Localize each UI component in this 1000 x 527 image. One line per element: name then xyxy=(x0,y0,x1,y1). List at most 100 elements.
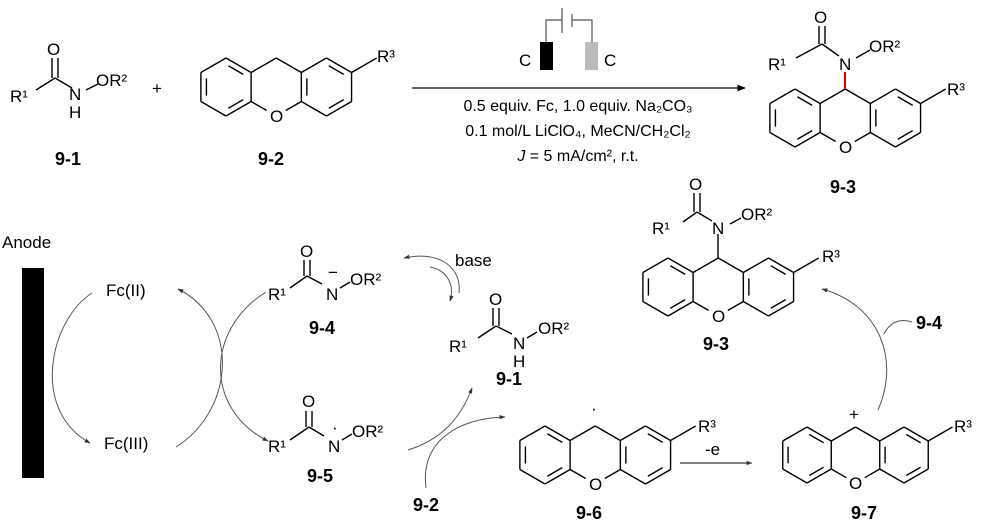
ring-bond xyxy=(830,426,856,442)
group-or2: OR² xyxy=(352,422,384,441)
ring-bond xyxy=(844,88,871,105)
ring-bond xyxy=(300,57,327,74)
substituent-bond xyxy=(920,88,947,105)
ring-bond xyxy=(285,100,302,112)
compound-label-9-3: 9-3 xyxy=(830,177,856,197)
ring-bond xyxy=(200,57,227,74)
electrode-left-label: C xyxy=(519,51,531,70)
reactant-9-2: O R³ 9-2 xyxy=(258,47,395,169)
ring-oxygen: O xyxy=(589,475,602,494)
group-or2: OR² xyxy=(538,319,570,338)
ring-bond xyxy=(854,131,871,143)
reactant-9-1: O R¹ N H OR² 9-1 xyxy=(10,40,128,169)
group-r3: R³ xyxy=(377,47,395,66)
compound-label-9-1: 9-1 xyxy=(55,149,81,169)
ring-bond xyxy=(594,425,621,442)
ring-bond xyxy=(642,257,669,274)
current-density-symbol: J xyxy=(516,148,526,165)
double-bond xyxy=(647,433,664,443)
ring-bond xyxy=(200,100,227,117)
product-9-3-mechanism: O R¹ N OR² O R³ 9-3 xyxy=(652,175,840,354)
ring-bond xyxy=(895,131,921,148)
plus-sign: + xyxy=(152,79,162,98)
ring-bond xyxy=(806,426,832,442)
anode-electrode xyxy=(540,42,553,70)
current-density-value: = 5 mA/cm², r.t. xyxy=(525,148,638,165)
double-bond xyxy=(897,130,914,140)
double-bond xyxy=(328,99,345,109)
anode-plate xyxy=(22,268,44,478)
atom-n: N xyxy=(326,285,338,304)
product-9-3: O R¹ N OR² O R³ 9-3 xyxy=(768,8,965,197)
ring-bond xyxy=(569,425,596,442)
ring-bond xyxy=(869,131,896,148)
ring-bond xyxy=(225,57,252,74)
compound-label-9-4: 9-4 xyxy=(309,318,335,338)
ring-bond xyxy=(768,300,794,317)
ring-bond xyxy=(326,100,352,117)
group-r3: R³ xyxy=(698,417,716,436)
ring-bond xyxy=(806,468,832,484)
xanthene-skeletons xyxy=(200,57,953,485)
atom-o: O xyxy=(489,290,502,309)
group-or2: OR² xyxy=(350,270,382,289)
ring-bond xyxy=(544,425,571,442)
ring-bond xyxy=(782,426,808,442)
group-r1: R¹ xyxy=(268,437,286,456)
ring-bond xyxy=(879,468,905,484)
ring-bond xyxy=(819,131,837,143)
double-bond xyxy=(228,65,244,75)
double-bond xyxy=(897,96,914,106)
double-bond xyxy=(797,130,813,140)
atom-h: H xyxy=(69,103,81,122)
radical-dot: · xyxy=(332,418,338,437)
double-bond xyxy=(905,433,921,444)
ring-bond xyxy=(250,57,277,74)
ring-bond xyxy=(769,131,796,148)
ring-bond xyxy=(742,257,769,274)
arrow-hat-to-9-1 xyxy=(407,387,473,451)
ring-bond xyxy=(819,88,846,105)
arrow-fc3-to-fc2 xyxy=(175,288,223,448)
ring-bond xyxy=(692,300,710,312)
ring-bond xyxy=(903,468,929,484)
cathode-electrode xyxy=(585,42,598,70)
anode-label: Anode xyxy=(2,233,51,252)
intermediate-9-5: O R¹ · N OR² 9-5 xyxy=(268,392,384,486)
ring-bond xyxy=(768,257,794,274)
atom-n: N xyxy=(513,334,525,353)
group-r1: R¹ xyxy=(268,285,286,304)
ring-oxygen: O xyxy=(712,307,725,326)
ring-bond xyxy=(604,468,621,480)
ring-bond xyxy=(830,468,847,479)
ring-bond xyxy=(250,100,268,112)
ring-bond xyxy=(619,425,646,442)
group-or2: OR² xyxy=(741,205,773,224)
ring-bond xyxy=(742,300,769,317)
arrow-9-4-addition xyxy=(883,320,913,335)
substrate-9-1: O R¹ N H OR² 9-1 xyxy=(449,290,570,389)
ring-bond xyxy=(667,257,694,274)
ring-bond xyxy=(642,300,669,317)
compound-label-9-7: 9-7 xyxy=(851,503,877,523)
ring-bond xyxy=(300,100,327,117)
ring-bond xyxy=(225,100,252,117)
ring-bond xyxy=(794,88,821,105)
electrolysis-cell: C C xyxy=(519,8,616,70)
condition-line-2: 0.1 mol/L LiClO₄, MeCN/CH₂Cl₂ xyxy=(465,123,691,140)
ferrocene-fc2: Fc(II) xyxy=(106,281,146,300)
double-bond xyxy=(547,467,563,477)
atom-n: N xyxy=(839,55,851,74)
compound-label-9-2: 9-2 xyxy=(413,495,439,515)
ring-bond xyxy=(903,426,929,442)
compound-label-9-3: 9-3 xyxy=(703,334,729,354)
arrow-9-4-to-9-5 xyxy=(220,291,269,442)
ring-bond xyxy=(519,425,546,442)
intermediate-9-4: O R¹ − N OR² 9-4 xyxy=(268,242,382,338)
double-bond xyxy=(647,467,664,477)
double-bond xyxy=(808,433,824,444)
substituent-bond xyxy=(927,426,953,442)
group-or2: OR² xyxy=(869,37,901,56)
double-bond xyxy=(547,433,563,443)
